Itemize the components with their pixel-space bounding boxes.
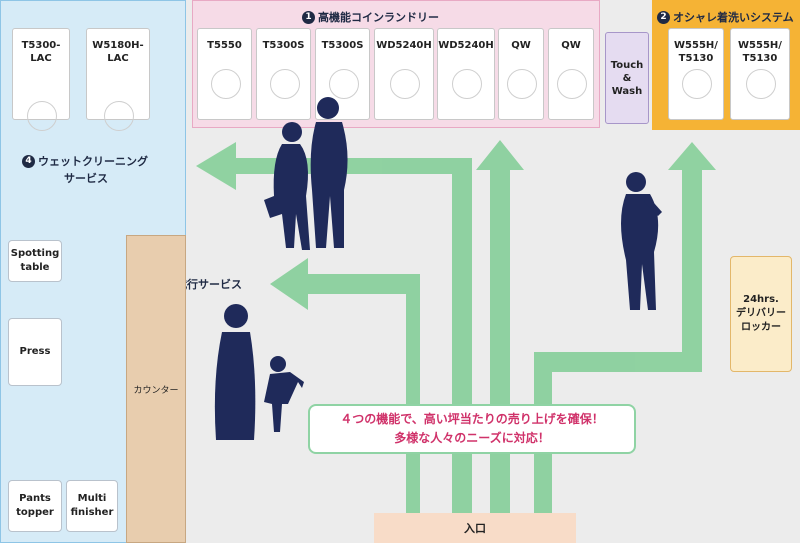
machine-label: LAC (30, 53, 52, 64)
touch-label: Touch (610, 59, 644, 71)
machine-label: QW (561, 40, 581, 51)
counter: カウンター (126, 235, 186, 543)
machine-door-icon (390, 69, 420, 99)
machine-label: T5130 (742, 53, 778, 64)
highlight-callout: ４つの機能で、高い坪当たりの売り上げを確保！ 多様な人々のニーズに対応！ (308, 404, 636, 454)
delivery-locker: 24hrs. デリバリー ロッカー (730, 256, 792, 372)
section-title: サービス (64, 172, 108, 185)
section-label-wetclean: 4 ウェットクリーニング (22, 153, 148, 169)
laundry-machine: WD5240H (437, 28, 495, 120)
machine-door-icon (328, 69, 359, 99)
machine-label: W555H/ (738, 40, 782, 51)
arrow-to-fashion (534, 142, 716, 513)
entrance: 入口 (374, 513, 576, 543)
locker-label: デリバリー (736, 308, 786, 319)
person-silhouette (621, 172, 662, 310)
person-silhouette (264, 122, 310, 250)
arrow-to-service (270, 258, 420, 513)
laundry-machine: WD5240H (374, 28, 434, 120)
section-number: 1 (302, 10, 315, 24)
spotting-table: Spotting table (8, 240, 62, 282)
touch-label: Wash (611, 85, 643, 97)
callout-line: 多様な人々のニーズに対応！ (394, 431, 550, 445)
machine-label: T5300S (321, 40, 364, 51)
fashion-machine-2: W555H/ T5130 (730, 28, 790, 120)
machine-label: WD5240H (438, 40, 494, 51)
laundry-machine: QW (498, 28, 544, 120)
station-label: finisher (70, 507, 114, 518)
fashion-machine-1: W555H/ T5130 (668, 28, 724, 120)
station-label: topper (16, 507, 54, 518)
machine-door-icon (452, 69, 482, 99)
touch-and-wash: Touch & Wash (605, 32, 649, 124)
arrow-to-laundry (476, 140, 524, 513)
callout-line: ４つの機能で、高い坪当たりの売り上げを確保！ (340, 412, 604, 426)
machine-door-icon (104, 101, 134, 131)
section-number: 4 (22, 154, 35, 168)
section-title: オシャレ着洗いシステム (673, 11, 794, 24)
machine-door-icon (507, 69, 537, 99)
machine-label: T5130 (678, 53, 714, 64)
machine-door-icon (27, 101, 57, 131)
station-label: Pants (19, 493, 51, 504)
counter-label: カウンター (133, 385, 179, 396)
person-silhouette (264, 356, 304, 432)
person-silhouette (310, 97, 348, 248)
section-label-fashion: 2 オシャレ着洗いシステム (657, 9, 794, 25)
arrow-to-wet-cleaning (196, 142, 472, 513)
machine-label: WD5240H (376, 40, 432, 51)
laundry-machine: QW (548, 28, 594, 120)
entrance-label: 入口 (464, 522, 486, 535)
machine-door-icon (269, 69, 300, 99)
station-label: Multi (77, 493, 107, 504)
machine-door-icon (210, 69, 241, 99)
machine-label: LAC (107, 53, 129, 64)
machine-door-icon (682, 69, 712, 99)
station-label: Press (19, 346, 51, 357)
section-title: ウェットクリーニング (38, 155, 148, 168)
section-label-laundry: 1 高機能コインランドリー (302, 9, 439, 25)
station-label: Spotting (10, 248, 60, 259)
laundry-machine: T5300S (256, 28, 311, 120)
locker-label: 24hrs. (743, 294, 779, 305)
multi-finisher: Multi finisher (66, 480, 118, 532)
pants-topper: Pants topper (8, 480, 62, 532)
left-machine-1: T5300- LAC (12, 28, 70, 131)
section-number: 2 (657, 10, 670, 24)
machine-door-icon (557, 69, 587, 99)
left-machine-2: W5180H- LAC (86, 28, 150, 131)
machine-label: T5300- (21, 40, 61, 51)
station-label: table (20, 262, 50, 273)
machine-label: W5180H- (92, 40, 144, 51)
section-title: 高機能コインランドリー (318, 11, 439, 24)
touch-label: & (622, 72, 632, 84)
locker-label: ロッカー (741, 322, 781, 333)
machine-label: T5300S (262, 40, 305, 51)
machine-label: W555H/ (674, 40, 718, 51)
machine-door-icon (746, 69, 776, 99)
machine-label: T5550 (207, 40, 242, 51)
section-label-wetclean-line2: サービス (64, 170, 108, 186)
press-station: Press (8, 318, 62, 386)
machine-label: QW (511, 40, 531, 51)
person-silhouette (214, 304, 256, 440)
laundry-machine: T5550 (197, 28, 252, 120)
